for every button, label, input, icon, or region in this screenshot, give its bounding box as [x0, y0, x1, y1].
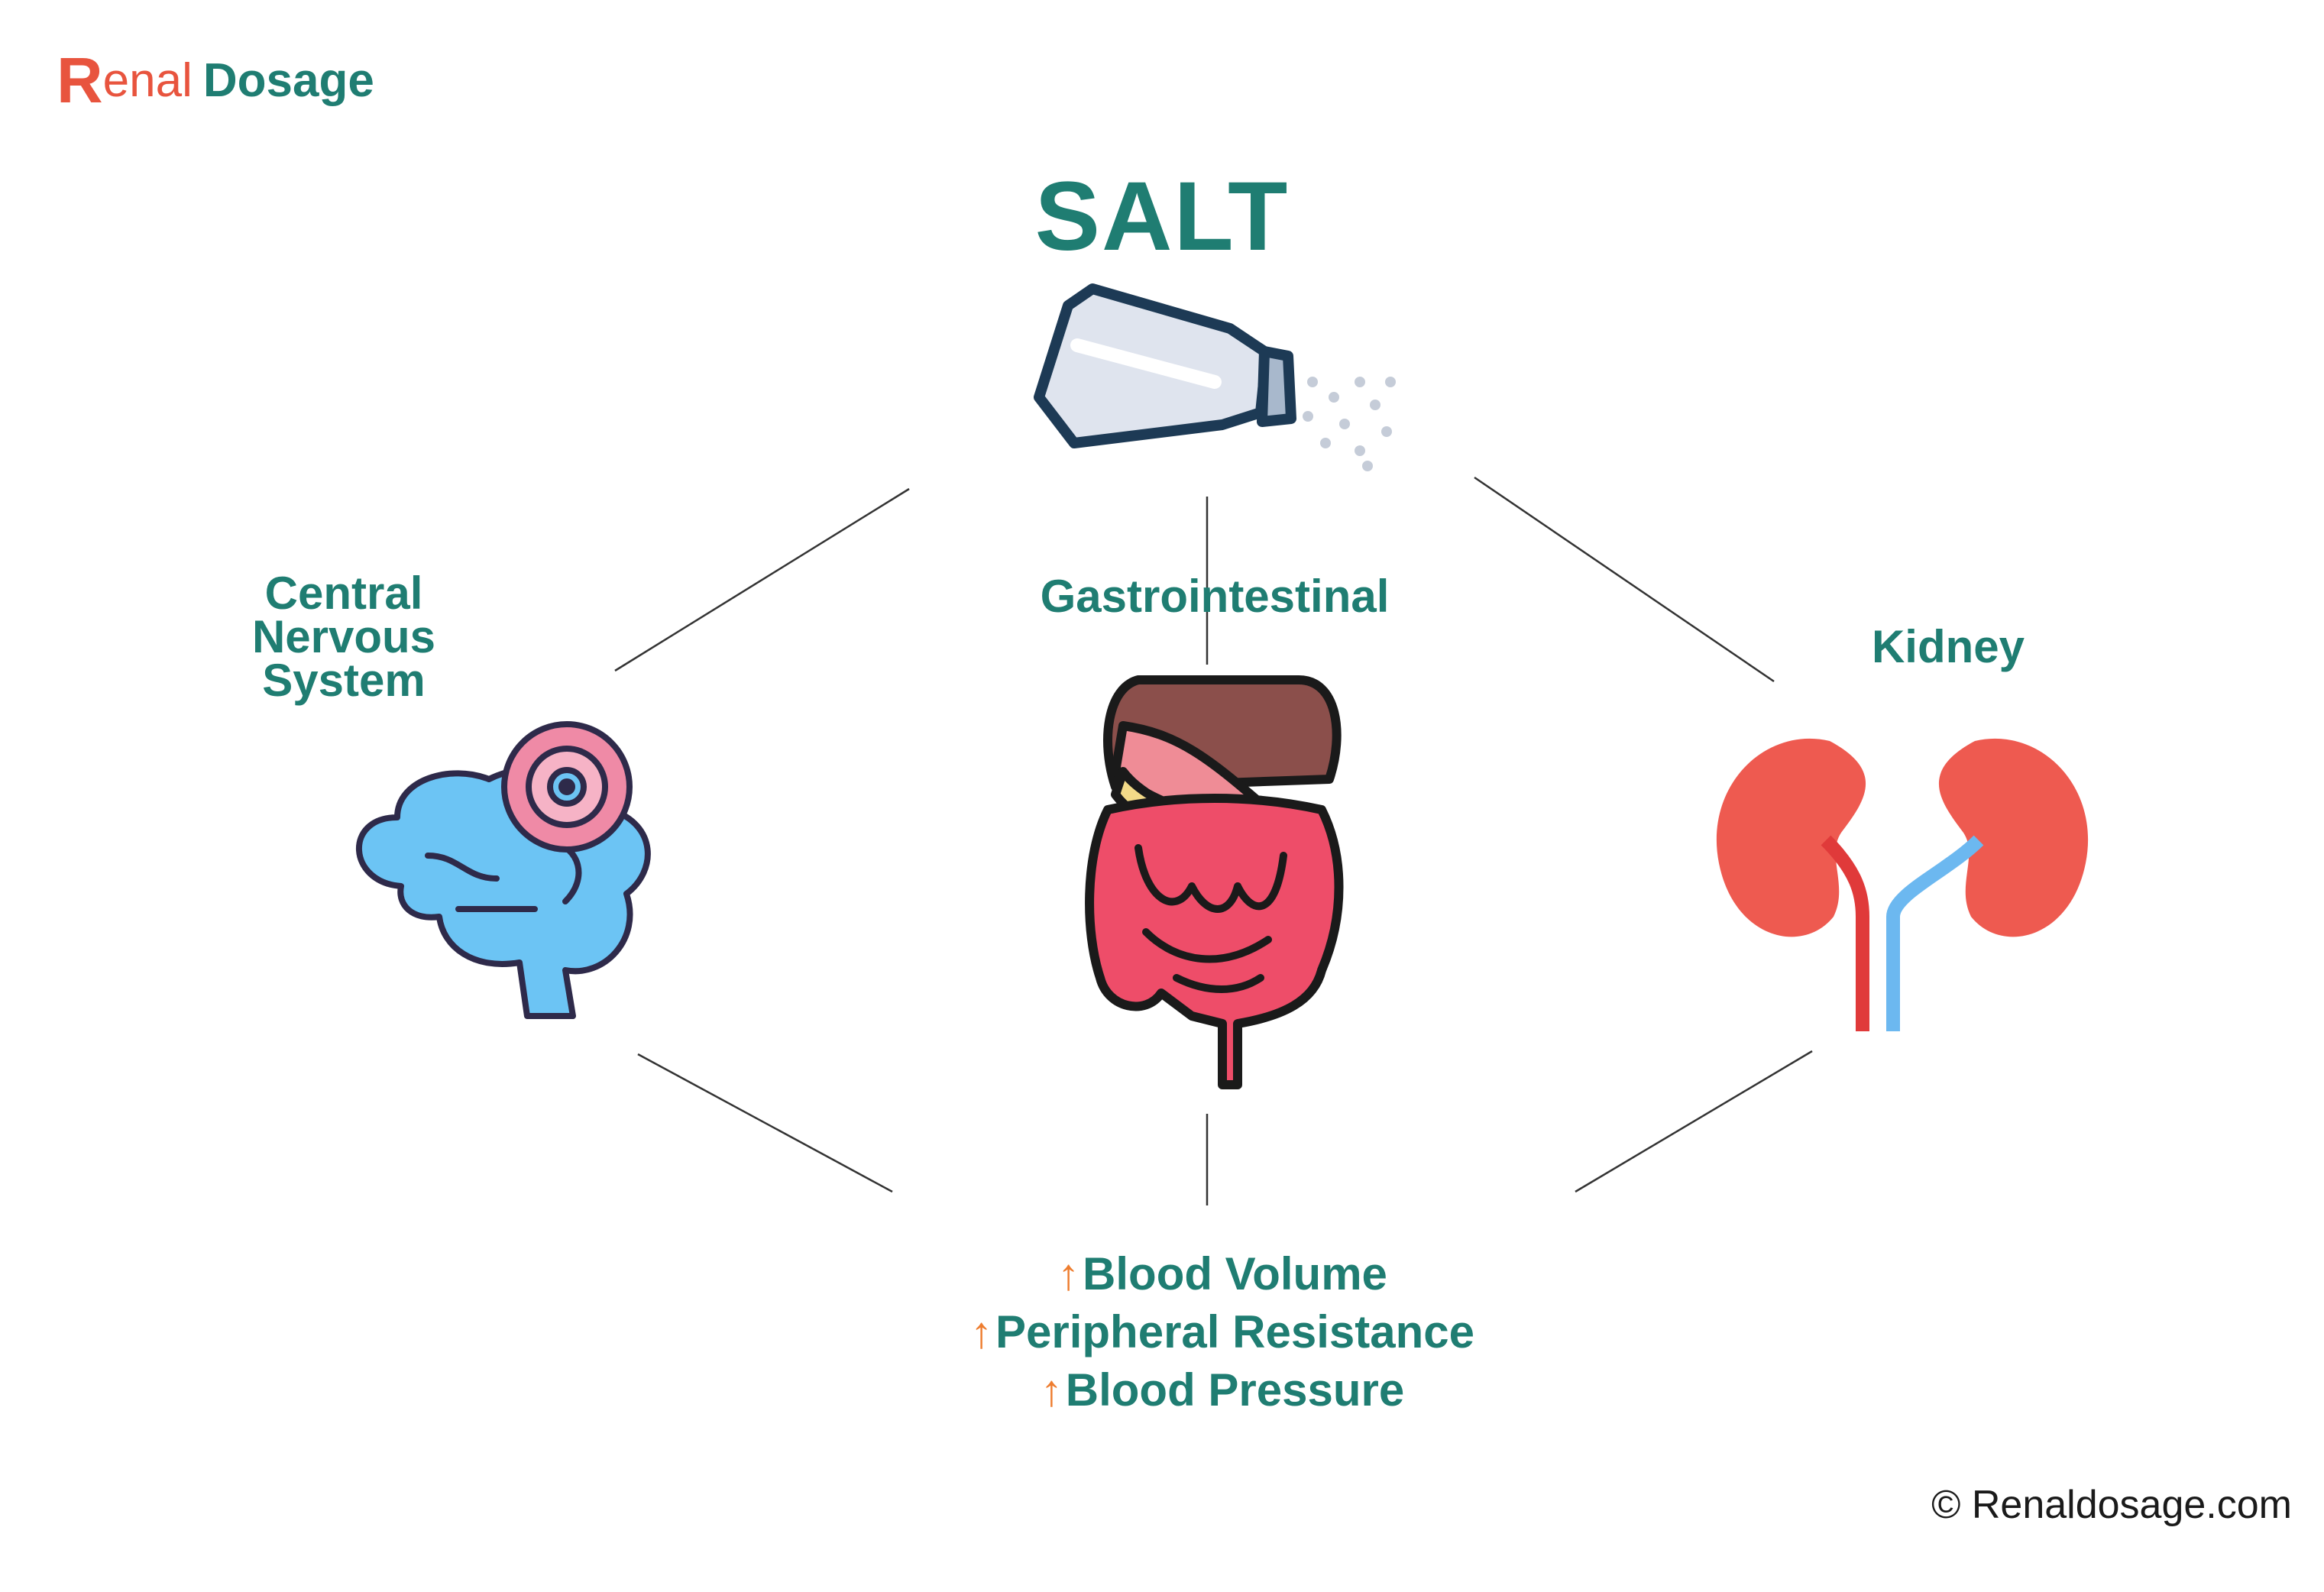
- logo-dosage: Dosage: [202, 53, 374, 107]
- effect-blood-volume: ↑Blood Volume: [840, 1245, 1604, 1303]
- label-kidney: Kidney: [1871, 621, 2025, 672]
- line-salt-cns: [614, 487, 910, 672]
- effect-label: Peripheral Resistance: [995, 1306, 1474, 1357]
- label-central-nervous-system: Central Nervous System: [206, 568, 481, 706]
- effect-label: Blood Pressure: [1065, 1364, 1405, 1416]
- copyright-notice: © Renaldosage.com: [1931, 1483, 2292, 1527]
- diagram-title: SALT: [1034, 162, 1290, 271]
- effect-label: Blood Volume: [1083, 1248, 1387, 1299]
- label-gastrointestinal: Gastrointestinal: [1040, 571, 1390, 622]
- line-kidney-effects: [1575, 1050, 1813, 1193]
- logo-r: R: [57, 44, 103, 116]
- label-cns-line-1: Central: [264, 568, 423, 619]
- label-cns-line-3: System: [262, 655, 426, 706]
- effects-list: ↑Blood Volume ↑Peripheral Resistance ↑Bl…: [840, 1245, 1604, 1419]
- up-arrow-icon: ↑: [970, 1308, 992, 1357]
- up-arrow-icon: ↑: [1040, 1366, 1063, 1416]
- brand-logo[interactable]: R enal Dosage: [57, 46, 374, 115]
- logo-enal: enal: [102, 53, 193, 107]
- line-salt-kidney: [1474, 476, 1775, 683]
- up-arrow-icon: ↑: [1057, 1250, 1080, 1299]
- effect-peripheral-resistance: ↑Peripheral Resistance: [840, 1303, 1604, 1361]
- label-cns-line-2: Nervous: [251, 611, 436, 662]
- line-cns-effects: [637, 1053, 893, 1193]
- effect-blood-pressure: ↑Blood Pressure: [840, 1361, 1604, 1419]
